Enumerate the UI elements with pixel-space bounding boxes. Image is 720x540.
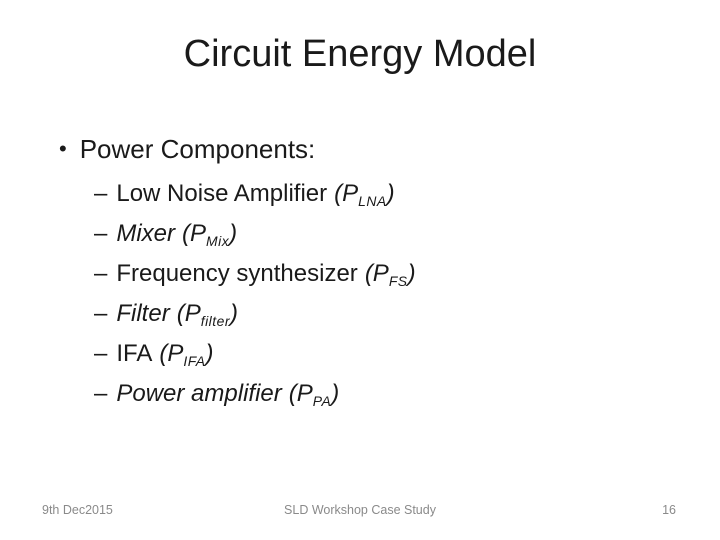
footer-date: 9th Dec2015 xyxy=(42,503,113,517)
p-open: (P xyxy=(182,220,207,247)
component-name: Low Noise Amplifier xyxy=(116,180,328,207)
p-open: (P xyxy=(334,180,359,207)
slide-footer: SLD Workshop Case Study 9th Dec2015 16 xyxy=(0,503,720,523)
p-open: (P xyxy=(159,340,184,367)
component-name: Mixer xyxy=(116,220,176,247)
footer-center-text: SLD Workshop Case Study xyxy=(284,503,436,517)
power-term: (PMix) xyxy=(182,220,238,249)
p-open: (P xyxy=(176,300,201,327)
bullet-icon: • xyxy=(59,136,67,161)
p-open: (P xyxy=(364,260,389,287)
component-list: –Low Noise Amplifier(PLNA) –Mixer(PMix) … xyxy=(94,174,416,414)
power-term: (PPA) xyxy=(288,380,340,409)
dash-marker: – xyxy=(94,260,108,287)
list-item: –Filter(Pfilter) xyxy=(94,294,416,334)
dash-marker: – xyxy=(94,220,108,247)
footer-page-number: 16 xyxy=(662,503,676,517)
p-subscript: IFA xyxy=(183,352,206,369)
list-item: –IFA(PIFA) xyxy=(94,334,416,374)
component-name: Power amplifier xyxy=(116,380,282,407)
slide-title: Circuit Energy Model xyxy=(183,33,537,75)
p-close: ) xyxy=(229,300,238,327)
list-item: –Mixer(PMix) xyxy=(94,214,416,254)
component-name: Filter xyxy=(116,300,170,327)
component-name: IFA xyxy=(116,340,153,367)
bullet-heading: Power Components: xyxy=(79,134,316,164)
dash-marker: – xyxy=(94,180,108,207)
power-term: (PIFA) xyxy=(159,340,214,369)
p-close: ) xyxy=(386,180,395,207)
p-subscript: Mix xyxy=(206,232,230,249)
list-item: –Low Noise Amplifier(PLNA) xyxy=(94,174,416,214)
component-name: Frequency synthesizer xyxy=(116,260,358,287)
p-subscript: PA xyxy=(312,392,332,409)
dash-marker: – xyxy=(94,380,108,407)
p-close: ) xyxy=(205,340,214,367)
power-term: (PLNA) xyxy=(334,180,395,209)
bullet-heading-row: • Power Components: xyxy=(59,134,315,165)
p-close: ) xyxy=(407,260,416,287)
power-term: (PFS) xyxy=(364,260,416,289)
p-subscript: FS xyxy=(388,272,408,289)
list-item: –Frequency synthesizer(PFS) xyxy=(94,254,416,294)
dash-marker: – xyxy=(94,340,108,367)
p-close: ) xyxy=(331,380,340,407)
dash-marker: – xyxy=(94,300,108,327)
p-subscript: LNA xyxy=(358,192,387,209)
list-item: –Power amplifier(PPA) xyxy=(94,374,416,414)
p-subscript: filter xyxy=(200,312,230,329)
power-term: (Pfilter) xyxy=(176,300,238,329)
p-close: ) xyxy=(229,220,238,247)
p-open: (P xyxy=(288,380,313,407)
